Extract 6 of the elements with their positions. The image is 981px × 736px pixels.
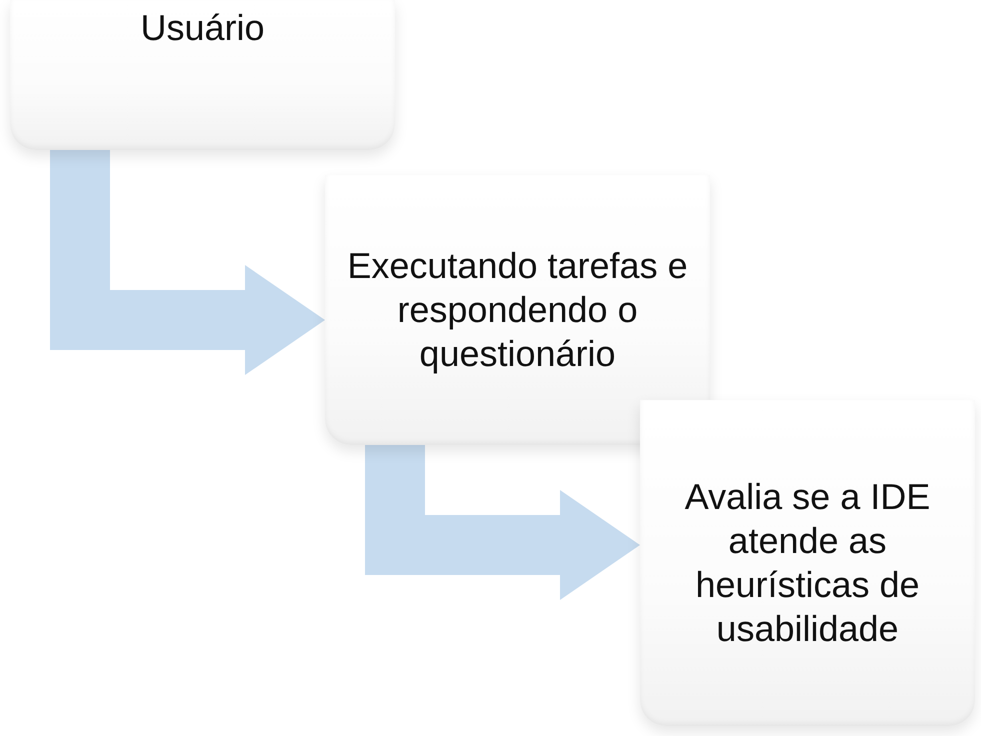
step-box xyxy=(640,400,975,726)
step-box xyxy=(10,0,395,150)
bent-arrow xyxy=(365,445,640,600)
step-text: Usuário xyxy=(140,6,265,50)
step-text: Executando tarefas e respondendo o questionário xyxy=(346,244,689,376)
step-text: Avalia se a IDE atende as heurísticas de usabilidade xyxy=(684,475,932,651)
